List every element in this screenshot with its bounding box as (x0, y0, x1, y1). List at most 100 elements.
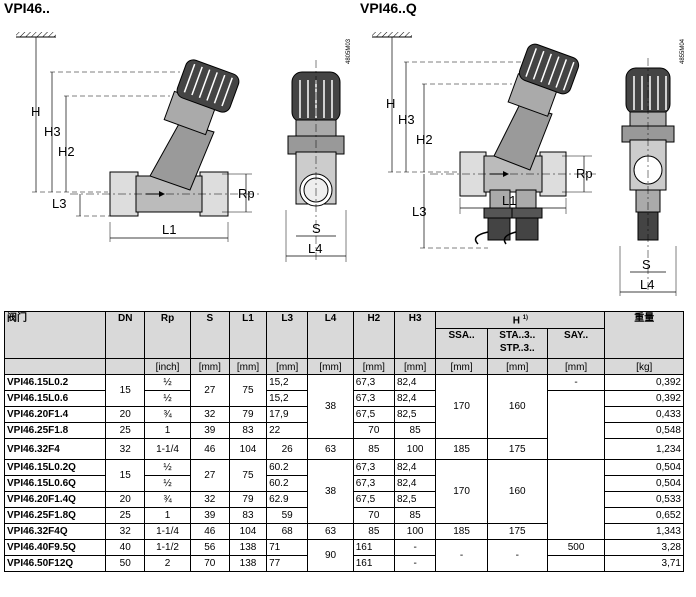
unit-weight: [kg] (604, 358, 684, 375)
unit-say: [mm] (546, 358, 606, 375)
cell-l1: 75 (228, 374, 268, 407)
cell-l3: 77 (266, 555, 309, 572)
cell-l1: 138 (228, 539, 268, 556)
right-front-view: S L4 4855M04 (619, 38, 686, 296)
cell-weight: 1,234 (604, 438, 684, 460)
cell-weight: 0,504 (604, 475, 684, 492)
left-front-view: S L4 4805M03 (285, 38, 352, 262)
label-s-left: S (312, 221, 321, 236)
cell-h2: 161 (352, 555, 395, 572)
cell-s: 27 (189, 459, 230, 492)
table-row: VPI46.40F9.5Q 40 1-1/2 56 138 71 90 161 … (3, 539, 684, 572)
cell-s: 39 (189, 507, 230, 524)
label-h3: H3 (44, 124, 61, 139)
unit-valve (3, 358, 107, 375)
cell-model: VPI46.15L0.2Q (3, 459, 107, 476)
cell-rp: 1-1/4 (144, 523, 191, 540)
cell-l3: 15,2 (266, 374, 309, 391)
cell-s: 39 (189, 422, 230, 439)
header-valve: 阀门 (3, 311, 107, 359)
header-h-text: H (512, 315, 520, 327)
cell-l1: 104 (228, 523, 268, 540)
header-dn: DN (105, 311, 146, 359)
table-row: VPI46.25F1.8 25 1 39 83 22 70 85 0,548 (3, 422, 684, 439)
cell-s: 32 (189, 406, 230, 423)
cell-l3: 60.2 (266, 459, 309, 476)
title-vpi46: VPI46.. (4, 0, 50, 16)
cell-dn: 20 (105, 491, 146, 508)
cell-l4: 63 (307, 438, 354, 460)
cell-l3: 59 (266, 507, 309, 524)
label-h2: H2 (58, 144, 75, 159)
cell-l4: 90 (307, 539, 354, 572)
cell-h3: 100 (393, 523, 437, 540)
cell-l3: 26 (266, 438, 309, 460)
cell-sta: 175 (486, 523, 548, 540)
cell-l1: 75 (228, 459, 268, 492)
cell-model: VPI46.32F4 (3, 438, 107, 460)
cell-h3: 82,4 (393, 374, 437, 391)
cell-h2: 67,3 (352, 459, 395, 476)
cell-model: VPI46.32F4Q (3, 523, 107, 540)
label-h-q: H (386, 96, 395, 111)
unit-l3: [mm] (266, 358, 309, 375)
cell-s: 46 (189, 438, 230, 460)
cell-l4: 38 (307, 374, 354, 439)
cell-dn: 32 (105, 523, 146, 540)
cell-weight: 3,71 (604, 555, 684, 572)
table-row: VPI46.50F12Q 50 2 70 138 77 161 - 3,71 (3, 555, 684, 572)
header-rp: Rp (144, 311, 191, 359)
cell-h3: 82,4 (393, 459, 437, 476)
cell-h3: 100 (393, 438, 437, 460)
header-say: SAY.. (546, 328, 606, 359)
cell-sta: - (486, 539, 548, 572)
cell-l1: 104 (228, 438, 268, 460)
header-h-note: 1) (522, 315, 529, 321)
unit-s: [mm] (189, 358, 230, 375)
header-h3: H3 (393, 311, 437, 359)
cell-sta: 175 (486, 438, 548, 460)
cell-dn: 40 (105, 539, 146, 556)
cell-model: VPI46.50F12Q (3, 555, 107, 572)
header-sta-stp: STA..3..STP..3.. (486, 328, 548, 359)
cell-say: 500 (546, 539, 606, 556)
cell-l1: 83 (228, 422, 268, 439)
cell-rp: 1 (144, 507, 191, 524)
cell-s: 27 (189, 374, 230, 407)
cell-l4: 63 (307, 523, 354, 540)
cell-dn: 15 (105, 374, 146, 407)
label-l3: L3 (52, 196, 66, 211)
cell-h2: 67,5 (352, 491, 395, 508)
cell-l1: 83 (228, 507, 268, 524)
cell-model: VPI46.15L0.2 (3, 374, 107, 391)
cell-l1: 138 (228, 555, 268, 572)
unit-rp: [inch] (144, 358, 191, 375)
header-l4: L4 (307, 311, 354, 359)
cell-weight: 0,392 (604, 374, 684, 391)
cell-h3: - (393, 539, 437, 556)
header-sta: STA..3.. (499, 330, 536, 341)
header-h: H 1) (435, 311, 606, 329)
cell-l3: 60.2 (266, 475, 309, 492)
cell-h3: 85 (393, 507, 437, 524)
cell-s: 46 (189, 523, 230, 540)
cell-h3: 85 (393, 422, 437, 439)
label-l1: L1 (162, 222, 176, 237)
spec-table: 阀门 DN Rp S L1 L3 L4 H2 H3 H 1) 重量 SSA.. … (3, 311, 684, 572)
header-l1: L1 (228, 311, 268, 359)
cell-model: VPI46.20F1.4 (3, 406, 107, 423)
cell-model: VPI46.25F1.8 (3, 422, 107, 439)
header-s: S (189, 311, 230, 359)
table-row: VPI46.32F4 32 1-1/4 46 104 26 63 85 100 … (3, 438, 684, 460)
title-vpi46-q: VPI46..Q (360, 0, 417, 16)
cell-h2: 67,3 (352, 374, 395, 391)
cell-h2: 161 (352, 539, 395, 556)
cell-l3: 22 (266, 422, 309, 439)
table-row: VPI46.15L0.2Q 15 ½ 27 75 60.2 38 67,3 82… (3, 459, 684, 540)
cell-ssa: - (435, 539, 488, 572)
label-h: H (31, 104, 40, 119)
cell-dn: 15 (105, 459, 146, 492)
cell-sta: 160 (486, 459, 548, 524)
cell-dn: 25 (105, 422, 146, 439)
label-rp-q: Rp (576, 166, 593, 181)
